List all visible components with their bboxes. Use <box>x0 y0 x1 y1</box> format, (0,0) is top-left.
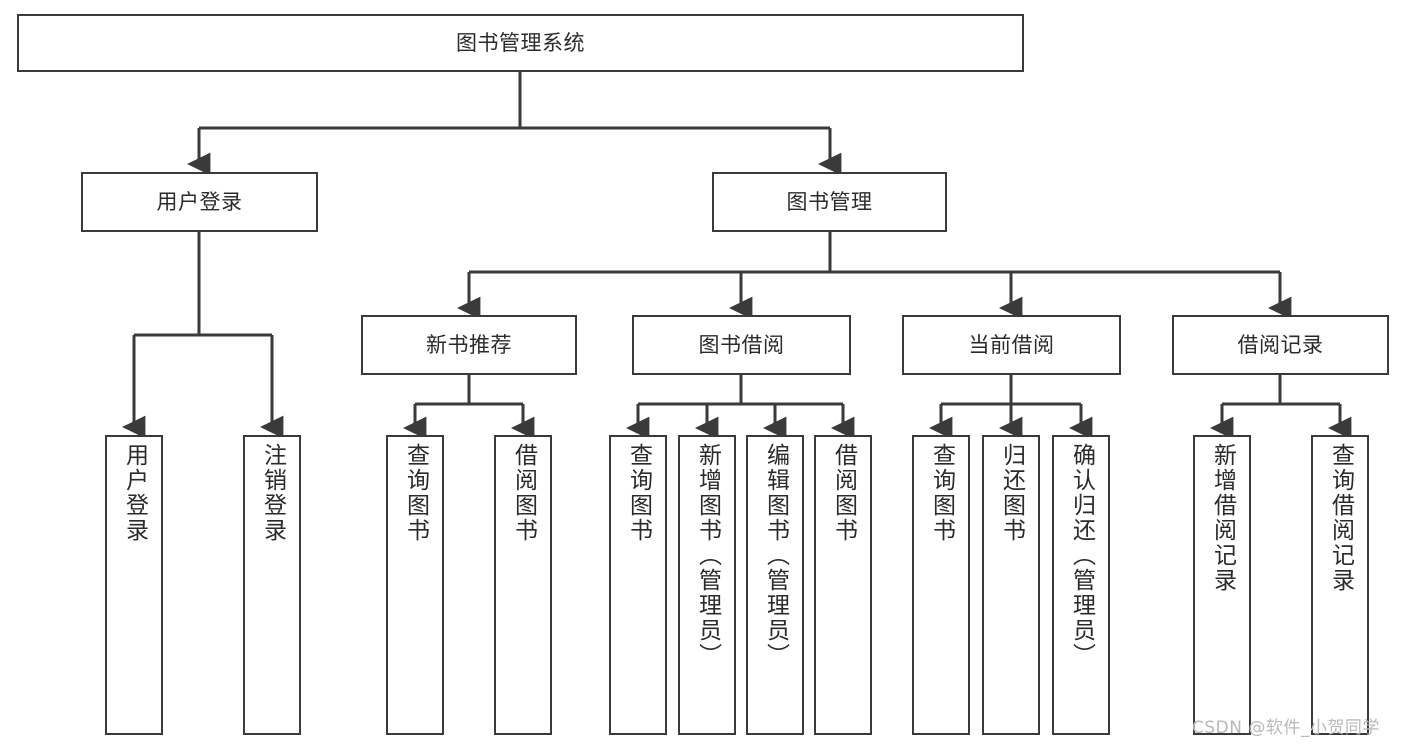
leaf-new-book-borrow[interactable]: 借阅图书 <box>494 435 552 735</box>
node-label: 查询图书 <box>625 443 652 543</box>
node-label: 用户登录 <box>121 443 148 543</box>
node-label: 注销登录 <box>259 443 286 543</box>
node-label: 编辑图书（管理员） <box>762 443 789 668</box>
leaf-borrow-record-add[interactable]: 新增借阅记录 <box>1193 435 1251 735</box>
node-book-management[interactable]: 图书管理 <box>712 172 947 232</box>
node-label: 借阅图书 <box>830 443 857 543</box>
node-label: 用户登录 <box>156 189 243 214</box>
node-new-book-recommend[interactable]: 新书推荐 <box>361 315 577 375</box>
node-label: 查询借阅记录 <box>1327 443 1354 593</box>
node-book-borrow[interactable]: 图书借阅 <box>632 315 851 375</box>
node-label: 借阅记录 <box>1237 332 1324 357</box>
leaf-current-borrow-confirm[interactable]: 确认归还（管理员） <box>1052 435 1110 735</box>
node-label: 查询图书 <box>928 443 955 543</box>
node-label: 新增图书（管理员） <box>694 443 721 668</box>
leaf-user-login-logout[interactable]: 注销登录 <box>243 435 301 735</box>
leaf-current-borrow-query[interactable]: 查询图书 <box>912 435 970 735</box>
node-label: 当前借阅 <box>968 332 1055 357</box>
csdn-watermark: CSDN @软件_小贺同学 <box>1192 718 1380 738</box>
node-label: 查询图书 <box>402 443 429 543</box>
node-user-login[interactable]: 用户登录 <box>81 172 318 232</box>
node-current-borrow[interactable]: 当前借阅 <box>902 315 1121 375</box>
node-borrow-record[interactable]: 借阅记录 <box>1172 315 1389 375</box>
node-label: 借阅图书 <box>510 443 537 543</box>
leaf-new-book-query[interactable]: 查询图书 <box>386 435 444 735</box>
node-root-system[interactable]: 图书管理系统 <box>17 14 1024 72</box>
leaf-user-login-login[interactable]: 用户登录 <box>105 435 163 735</box>
node-label: 图书借阅 <box>698 332 785 357</box>
node-label: 归还图书 <box>998 443 1025 543</box>
node-label: 确认归还（管理员） <box>1068 443 1095 668</box>
node-label: 新书推荐 <box>426 332 512 357</box>
leaf-book-borrow-add[interactable]: 新增图书（管理员） <box>678 435 736 735</box>
leaf-borrow-record-query[interactable]: 查询借阅记录 <box>1311 435 1369 735</box>
node-label: 新增借阅记录 <box>1209 443 1236 593</box>
leaf-book-borrow-borrow[interactable]: 借阅图书 <box>814 435 872 735</box>
leaf-current-borrow-return[interactable]: 归还图书 <box>982 435 1040 735</box>
leaf-book-borrow-edit[interactable]: 编辑图书（管理员） <box>746 435 804 735</box>
node-label: 图书管理系统 <box>456 30 585 55</box>
node-label: 图书管理 <box>786 189 873 214</box>
leaf-book-borrow-query[interactable]: 查询图书 <box>609 435 667 735</box>
